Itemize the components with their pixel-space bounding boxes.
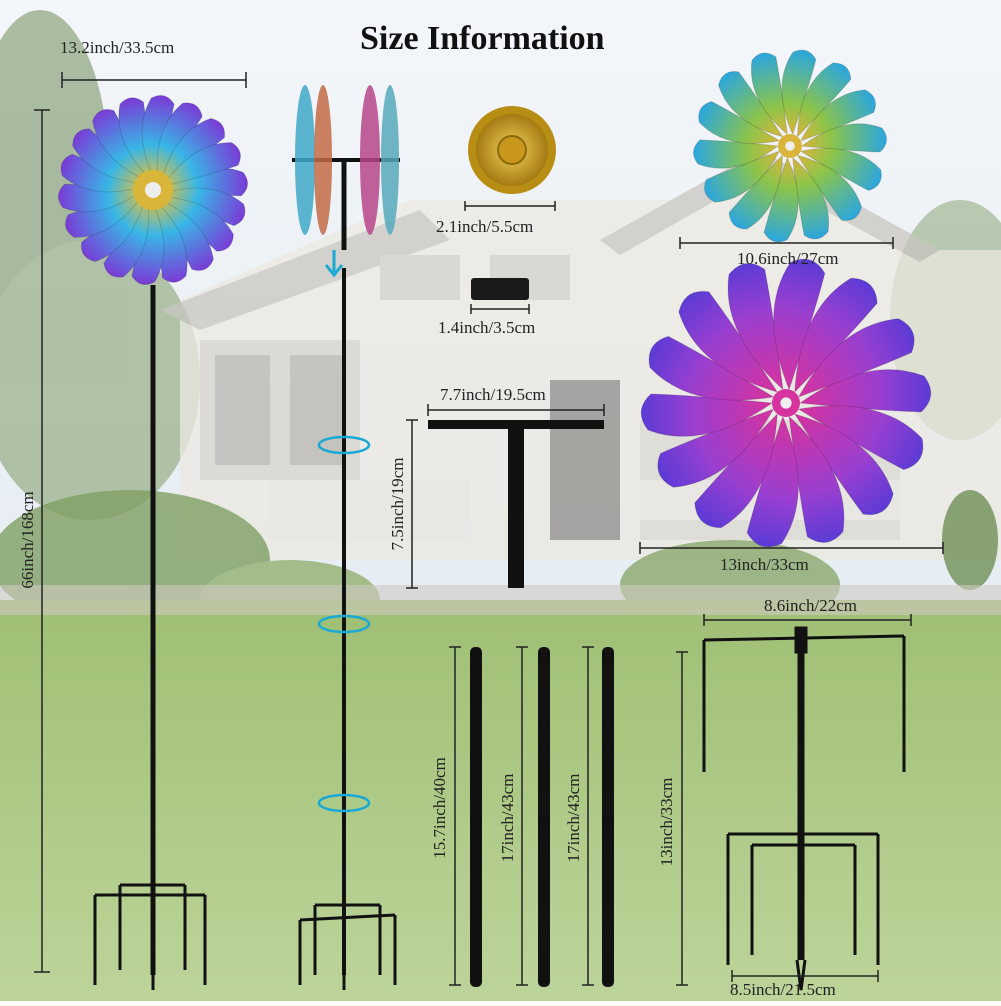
ground-stake [702,626,906,991]
petal [796,62,852,138]
walkway [0,585,1001,615]
spinner-width-label: 13.2inch/33.5cm [60,38,175,57]
petal [704,150,781,203]
lawn [0,600,1001,1001]
blue-pinwheel [693,49,887,243]
ground-stake-exploded [298,900,397,990]
rainbow-pinwheel [57,95,249,285]
assembly-arrow-icon [324,250,344,278]
t-bar-width-label: 7.7inch/19.5cm [440,385,546,404]
pole-section-2 [538,647,550,987]
connector-tube [471,278,529,300]
total-height-label: 66inch/168cm [18,491,37,589]
rotate-joint-icon [317,435,371,455]
stake-height-label: 13inch/33cm [657,777,676,867]
dimension-lines [34,72,944,986]
petal [799,89,876,142]
rotate-joint-icon [317,793,371,813]
petal [750,52,788,136]
purple-pinwheel [640,258,932,548]
page-title: Size Information [360,20,605,57]
petal [796,154,862,221]
t-bar-height-label: 7.5inch/19cm [388,457,407,551]
purple-wheel-size-label: 13inch/33cm [720,555,809,574]
petal [799,148,882,191]
petal [792,156,830,240]
tube-size-label: 1.4inch/3.5cm [438,318,536,337]
gold-medallion [468,106,556,194]
stake-bottom-width-label: 8.5inch/21.5cm [730,980,836,999]
pole-2-length-label: 17inch/43cm [498,773,517,863]
hub-center [785,141,795,151]
stake-top-width-label: 8.6inch/22cm [764,596,858,615]
t-bar [428,420,604,588]
pole-1-length-label: 15.7inch/40cm [430,757,449,859]
medallion-size-label: 2.1inch/5.5cm [436,217,534,236]
assembled-spinner [57,95,249,990]
petal [763,156,799,243]
petal [161,142,241,188]
petal [728,154,784,230]
pole-sections [470,647,614,987]
petal [800,123,887,153]
exploded-spinner [292,85,400,990]
hub-center [145,182,161,198]
pole-section-1 [470,647,482,987]
petal [698,101,781,144]
side-view-wheels [295,85,399,235]
petal [781,49,817,136]
petal [693,139,780,169]
rotate-joint-icon [317,614,371,634]
petal [718,71,784,138]
pole-section-3 [602,647,614,987]
ground-stake-assembled [93,883,207,990]
petal [797,318,915,398]
pole-3-length-label: 17inch/43cm [564,773,583,863]
hub-center [780,397,792,409]
blue-wheel-size-label: 10.6inch/27cm [737,249,839,268]
